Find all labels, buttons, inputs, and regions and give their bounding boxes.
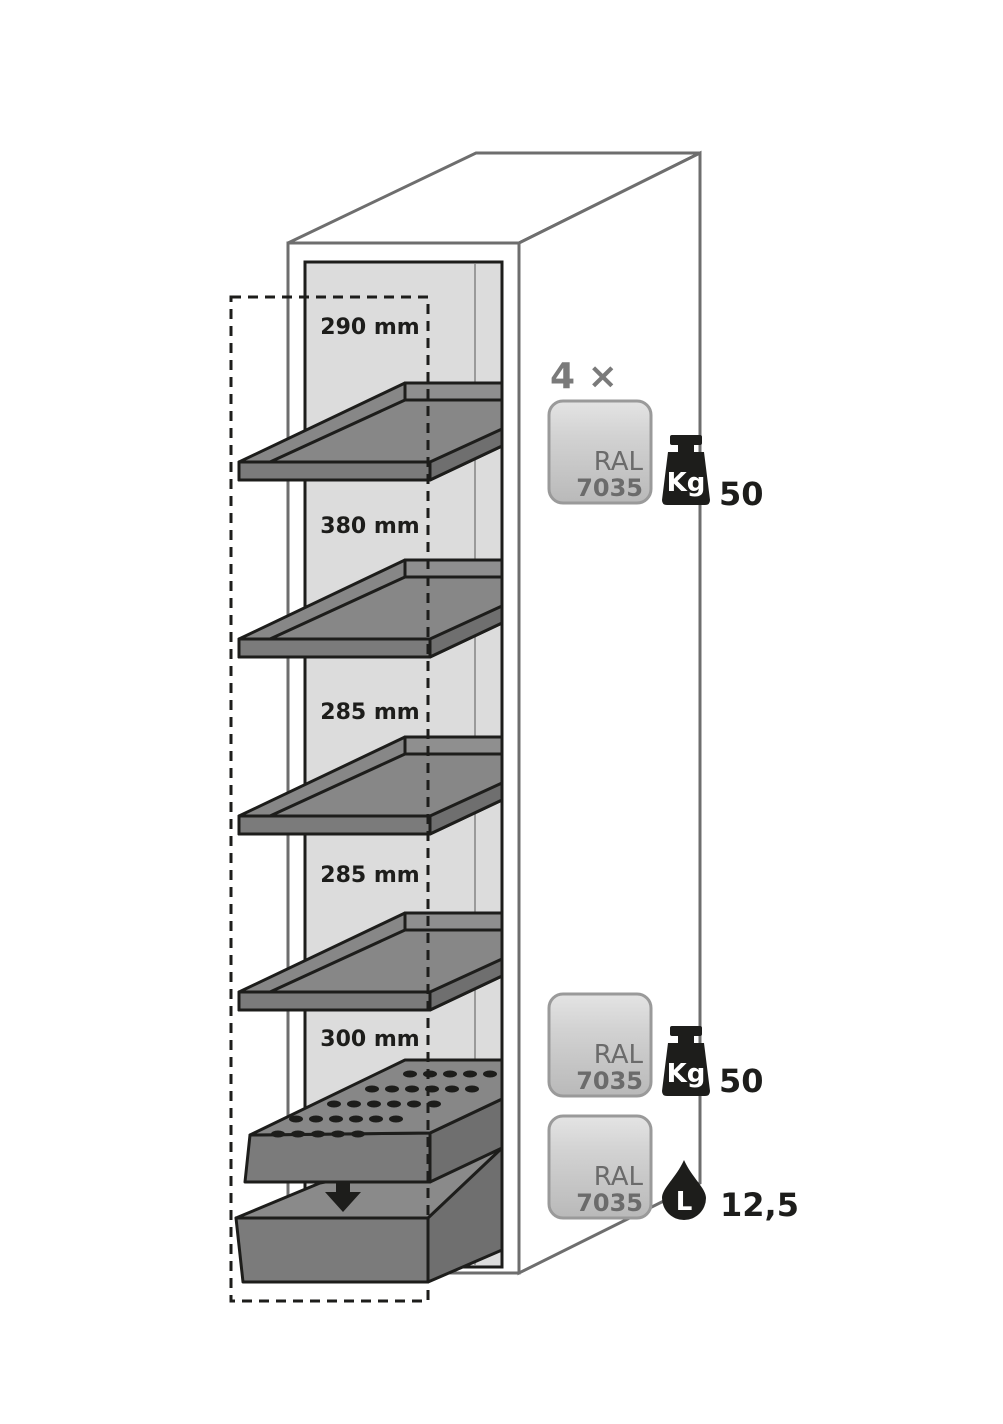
ral-swatch-label: RAL [594,1162,644,1192]
perforation-hole [271,1130,285,1138]
shelf [237,558,504,659]
perforation-hole [311,1130,325,1138]
ral-swatch-code: 7035 [576,1189,643,1217]
sump-front [234,1216,430,1284]
ral-swatch-shelves: RAL 7035 [547,399,653,505]
perforation-hole [291,1130,305,1138]
dimension-label-3: 285 mm [320,700,419,725]
insert-perforation [271,1070,497,1138]
ral-swatch-insert: RAL 7035 [547,1114,653,1220]
liquid-icon-label: L [676,1187,693,1217]
perforation-hole [463,1070,477,1078]
perforation-hole [407,1100,421,1108]
shelf-load-value: 50 [719,475,764,513]
shelf-rim [269,752,502,818]
pull-out-outline [229,295,430,1303]
shelf-rim [269,398,502,464]
perforation-hole [369,1115,383,1123]
shelf [237,735,504,836]
perforation-hole [365,1085,379,1093]
perforation-hole [351,1130,365,1138]
shelf-back-lip [403,735,504,756]
perforation-hole [423,1070,437,1078]
dimension-label-5: 300 mm [320,1027,419,1052]
shelf-rim [269,575,502,641]
dimension-label-2: 380 mm [320,514,419,539]
weight-icon: Kg [662,435,710,505]
shelf-front [237,814,432,836]
shelves [237,381,504,1012]
perforation-hole [443,1070,457,1078]
shelf-rim [269,928,502,994]
perforation-hole [403,1070,417,1078]
weight-icon-label: Kg [667,1059,706,1089]
shelf-quantity: 4 × [550,356,618,397]
bottom-sump [234,1058,504,1284]
perforation-hole [483,1070,497,1078]
down-arrow-icon [325,1182,361,1212]
ral-swatch-sump: RAL 7035 [547,992,653,1098]
shelf-back-lip [403,381,504,402]
shelf-front [237,637,432,659]
weight-icon: Kg [662,1026,710,1096]
ral-swatch-label: RAL [594,447,644,477]
perforation-hole [389,1115,403,1123]
perforation-hole [347,1100,361,1108]
shelf-back-lip [403,911,504,932]
cabinet-side [517,150,702,1276]
perforation-hole [289,1115,303,1123]
dimension-label-1: 290 mm [320,315,419,340]
weight-icon-label: Kg [667,468,706,498]
perforation-hole [427,1100,441,1108]
perforation-hole [405,1085,419,1093]
perforation-hole [331,1130,345,1138]
perforation-hole [327,1100,341,1108]
shelf-front [237,460,432,482]
ral-swatch-code: 7035 [576,474,643,502]
dimension-label-4: 285 mm [320,863,419,888]
perforation-hole [385,1085,399,1093]
ral-swatch-code: 7035 [576,1067,643,1095]
shelf [237,911,504,1012]
perforation-hole [445,1085,459,1093]
perforation-hole [309,1115,323,1123]
shelf-back-lip [403,558,504,579]
insert-front [243,1131,432,1184]
ral-swatch-label: RAL [594,1040,644,1070]
perforation-hole [465,1085,479,1093]
sump-load-value: 50 [719,1062,764,1100]
perforation-hole [367,1100,381,1108]
sump-volume-value: 12,5 [720,1186,799,1224]
perforation-hole [349,1115,363,1123]
shelf-front [237,990,432,1012]
perforation-hole [329,1115,343,1123]
shelf [237,381,504,482]
perforation-hole [387,1100,401,1108]
liquid-drop-icon: L [662,1160,706,1220]
